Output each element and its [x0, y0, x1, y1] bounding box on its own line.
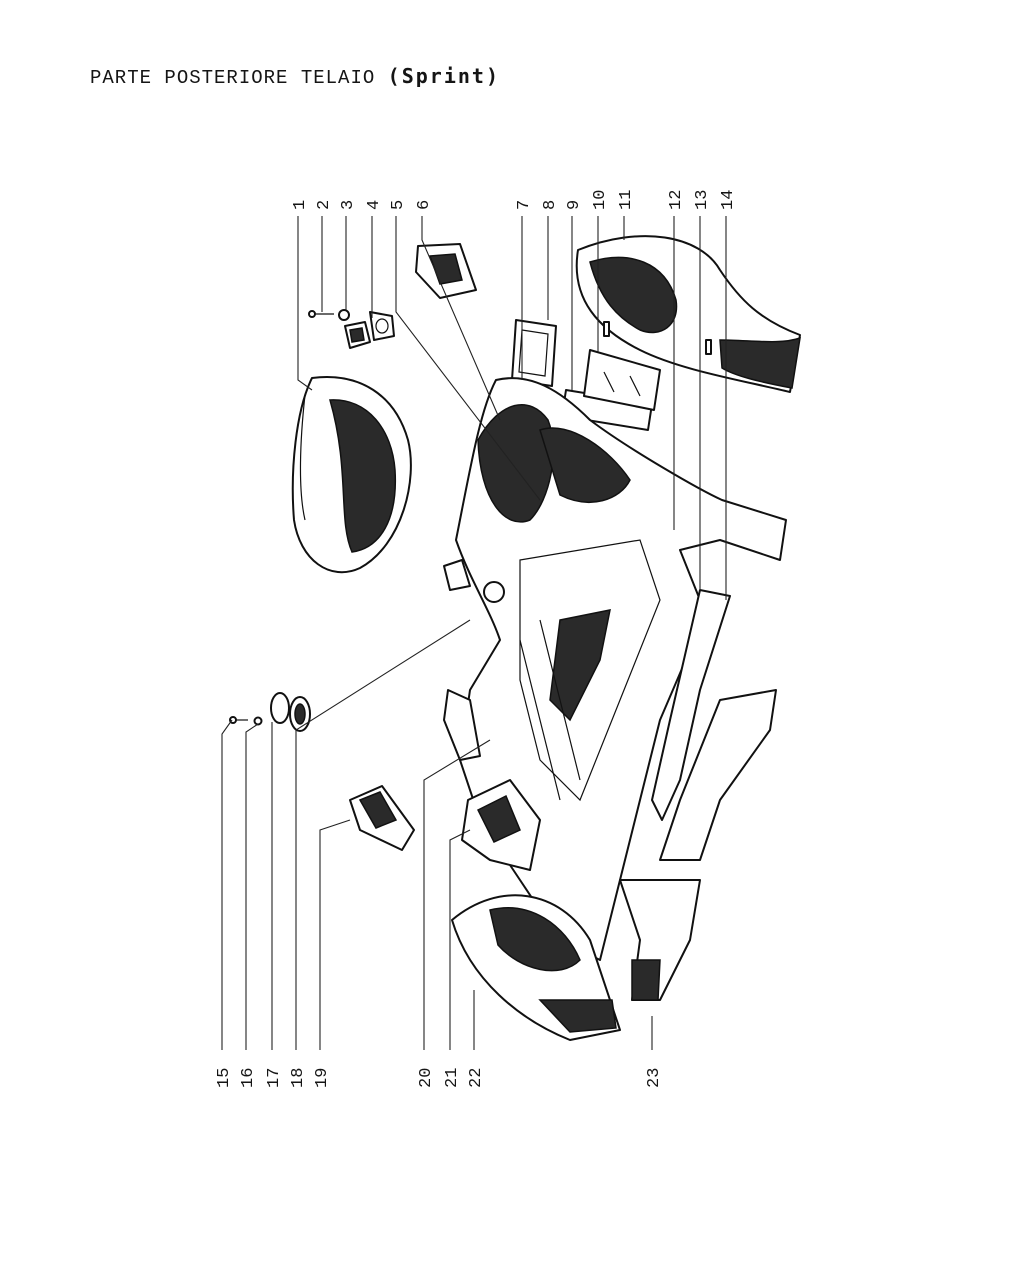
part-4-bushing — [344, 321, 371, 349]
callout-14: 14 — [719, 190, 738, 210]
leader-lines — [221, 216, 727, 1050]
callout-16: 16 — [239, 1068, 258, 1088]
callout-13: 13 — [693, 190, 712, 210]
callout-19: 19 — [313, 1068, 332, 1088]
callout-17: 17 — [265, 1068, 284, 1088]
part-15-screw — [229, 716, 248, 724]
callout-1: 1 — [291, 200, 310, 210]
callout-5: 5 — [389, 200, 408, 210]
page-title-main: PARTE POSTERIORE TELAIO — [90, 67, 376, 89]
part-8-panel — [511, 319, 557, 387]
callout-4: 4 — [365, 200, 384, 210]
callout-20: 20 — [417, 1068, 436, 1088]
part-19-mount — [349, 785, 415, 851]
part-23-side-rail — [619, 589, 777, 1001]
part-11-wheel-arch — [575, 235, 801, 393]
callout-8: 8 — [541, 200, 560, 210]
page-title: PARTE POSTERIORE TELAIO (Sprint) — [90, 64, 500, 89]
callout-21: 21 — [443, 1068, 462, 1088]
callout-12: 12 — [667, 190, 686, 210]
callout-6: 6 — [415, 200, 434, 210]
callout-10: 10 — [591, 190, 610, 210]
page-title-variant: (Sprint) — [387, 64, 500, 88]
part-6-bracket — [415, 243, 477, 299]
callout-23: 23 — [645, 1068, 664, 1088]
part-18-grommet — [289, 696, 311, 732]
part-3-washer — [338, 309, 350, 321]
part-2-bolt — [308, 310, 334, 318]
callout-15: 15 — [215, 1068, 234, 1088]
callout-18: 18 — [289, 1068, 308, 1088]
part-22-wheel-arch — [451, 894, 621, 1041]
part-5-mount-plate — [369, 311, 395, 341]
callout-22: 22 — [467, 1068, 486, 1088]
callout-11: 11 — [617, 190, 636, 210]
part-21-front-bracket — [461, 779, 541, 871]
part-9-bracket — [561, 349, 661, 431]
part-16-washer — [253, 716, 263, 726]
callout-9: 9 — [565, 200, 584, 210]
callout-3: 3 — [339, 200, 358, 210]
callout-numbers: 1 2 3 4 5 6 7 8 9 10 11 12 13 14 15 16 1… — [215, 190, 738, 1088]
part-17-disc — [270, 692, 290, 724]
part-1-seat-shell — [291, 376, 412, 574]
main-floor-assembly — [443, 377, 787, 961]
callout-2: 2 — [315, 200, 334, 210]
part-20-bracket — [443, 689, 481, 761]
callout-7: 7 — [515, 200, 534, 210]
